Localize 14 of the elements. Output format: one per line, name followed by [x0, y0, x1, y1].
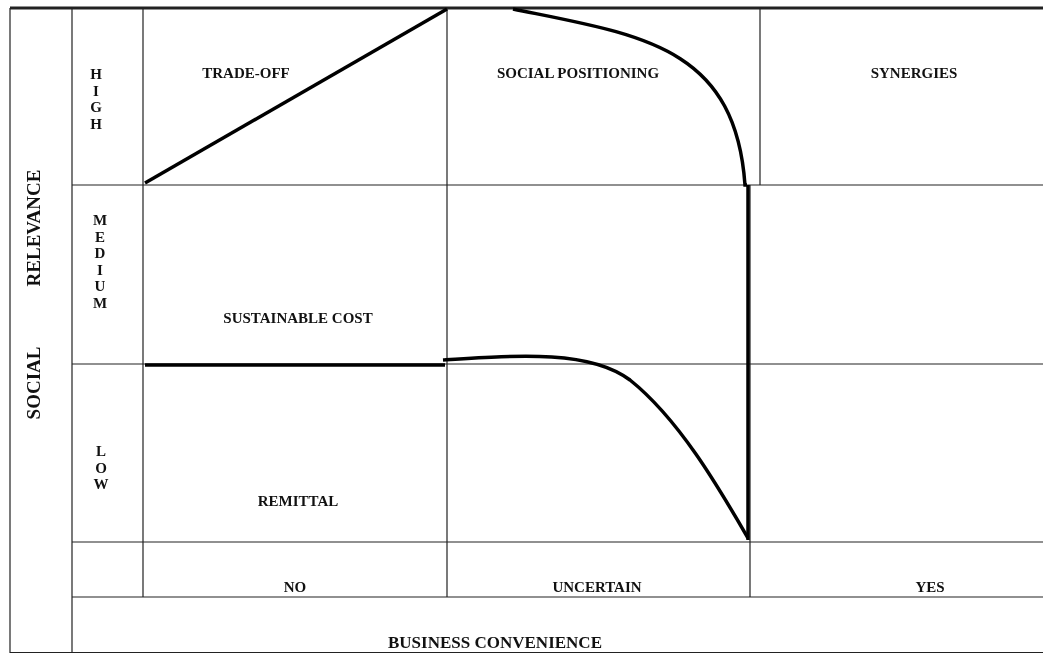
quadrant-label: TRADE-OFF: [202, 66, 290, 81]
quadrant-label: SUSTAINABLE COST: [223, 311, 373, 326]
row-label: LOW: [93, 443, 109, 493]
column-label: UNCERTAIN: [552, 580, 642, 595]
row-label: MEDIUM: [92, 212, 108, 311]
row-label: HIGH: [89, 66, 103, 132]
quadrant-label: SYNERGIES: [870, 66, 958, 81]
column-label: NO: [283, 580, 307, 595]
axis-title: BUSINESS CONVENIENCE: [388, 634, 602, 651]
quadrant-label: REMITTAL: [257, 494, 339, 509]
axis-title: SOCIAL: [23, 346, 43, 420]
column-label: YES: [915, 580, 945, 595]
axis-title: RELEVANCE: [23, 169, 43, 287]
quadrant-label: SOCIAL POSITIONING: [496, 66, 660, 81]
